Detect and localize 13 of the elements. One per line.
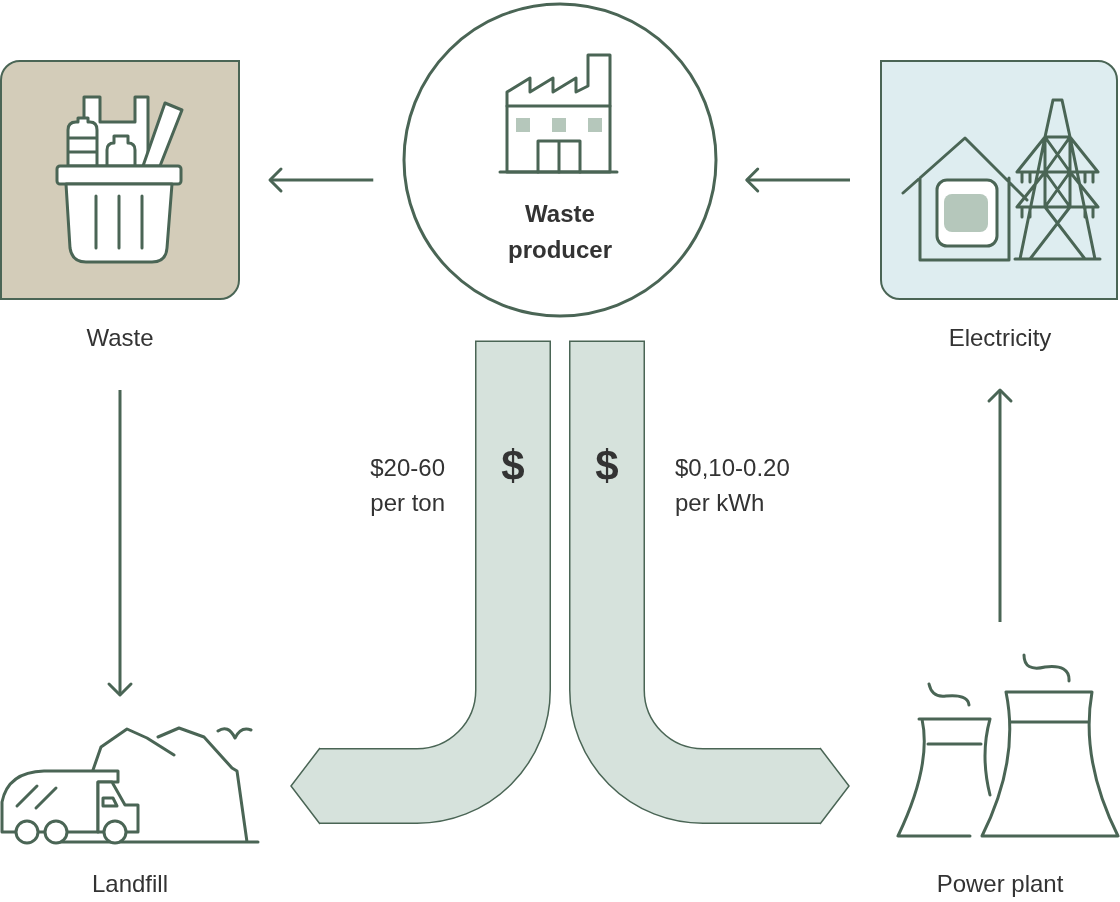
node-label: Electricity — [947, 323, 1053, 353]
node-label: Landfill — [90, 869, 170, 899]
price-note: $20-60 per ton — [369, 453, 445, 518]
node-label: Power plant — [935, 869, 1065, 899]
arrow — [107, 390, 133, 697]
arrow — [987, 388, 1013, 622]
arrow — [268, 167, 374, 193]
edge-label: $ — [500, 444, 526, 488]
arrow — [745, 167, 850, 193]
edge-label: $ — [594, 444, 620, 488]
price-note: $0,10-0.20 per kWh — [675, 453, 791, 518]
node-label: Waste — [85, 323, 155, 353]
node-label: Waste producer — [507, 199, 613, 265]
